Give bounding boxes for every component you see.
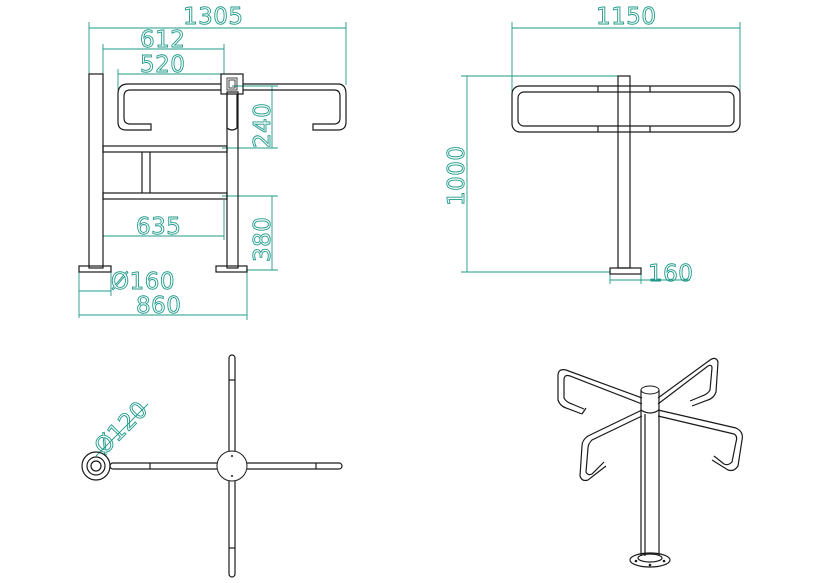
dim-base: 160 xyxy=(648,261,693,287)
dim-post-diameter: Ø120 xyxy=(90,397,154,461)
dim-arm-span: 1150 xyxy=(596,4,657,30)
side-view: 1150 1000 160 xyxy=(444,4,741,288)
iso-geometry xyxy=(557,357,743,568)
front-lower-rail xyxy=(102,192,228,200)
front-geometry xyxy=(78,73,347,273)
dim-rail-length: 635 xyxy=(136,214,181,240)
top-hub xyxy=(216,450,248,482)
dim-arm-reach: 612 xyxy=(140,27,185,53)
iso-post xyxy=(640,410,660,556)
iso-view xyxy=(557,357,743,568)
iso-base xyxy=(629,552,671,568)
front-view: 1305 612 520 240 380 635 Ø160 860 xyxy=(78,4,347,320)
side-arm-frame-outer xyxy=(511,85,741,133)
front-dimension-labels: 1305 612 520 240 380 635 Ø160 860 xyxy=(111,4,277,320)
front-upper-rail xyxy=(102,145,228,153)
top-dimension: Ø120 xyxy=(89,396,154,461)
top-view: Ø120 xyxy=(81,354,343,578)
top-geometry xyxy=(81,354,343,578)
dim-arm-height: 240 xyxy=(250,103,276,148)
side-arm-frame-inner xyxy=(517,91,735,127)
iso-arm-upper-right xyxy=(657,357,719,407)
front-dimension-lines xyxy=(78,22,347,320)
dim-lower-height: 380 xyxy=(250,217,276,262)
dim-base-span: 860 xyxy=(136,293,181,319)
dim-base-diameter: Ø160 xyxy=(111,269,175,295)
side-post xyxy=(617,75,631,269)
front-right-base xyxy=(215,265,248,273)
iso-arm-lower-left xyxy=(579,409,643,482)
front-right-post xyxy=(226,91,239,269)
top-post-outer xyxy=(81,451,111,481)
front-head-unit xyxy=(220,73,244,95)
side-dimension-lines xyxy=(461,22,741,284)
iso-arm-lower-right xyxy=(657,409,743,472)
front-left-base xyxy=(78,265,112,273)
side-base xyxy=(609,267,642,275)
side-dimension-labels: 1150 1000 160 xyxy=(444,4,694,288)
dim-overall-width: 1305 xyxy=(183,4,244,30)
dim-height: 1000 xyxy=(444,145,470,206)
iso-hub-top xyxy=(640,385,660,395)
side-geometry xyxy=(511,75,741,275)
iso-arm-upper-left xyxy=(557,369,643,415)
front-left-post xyxy=(88,73,104,269)
dim-arm-inner: 520 xyxy=(140,52,185,78)
